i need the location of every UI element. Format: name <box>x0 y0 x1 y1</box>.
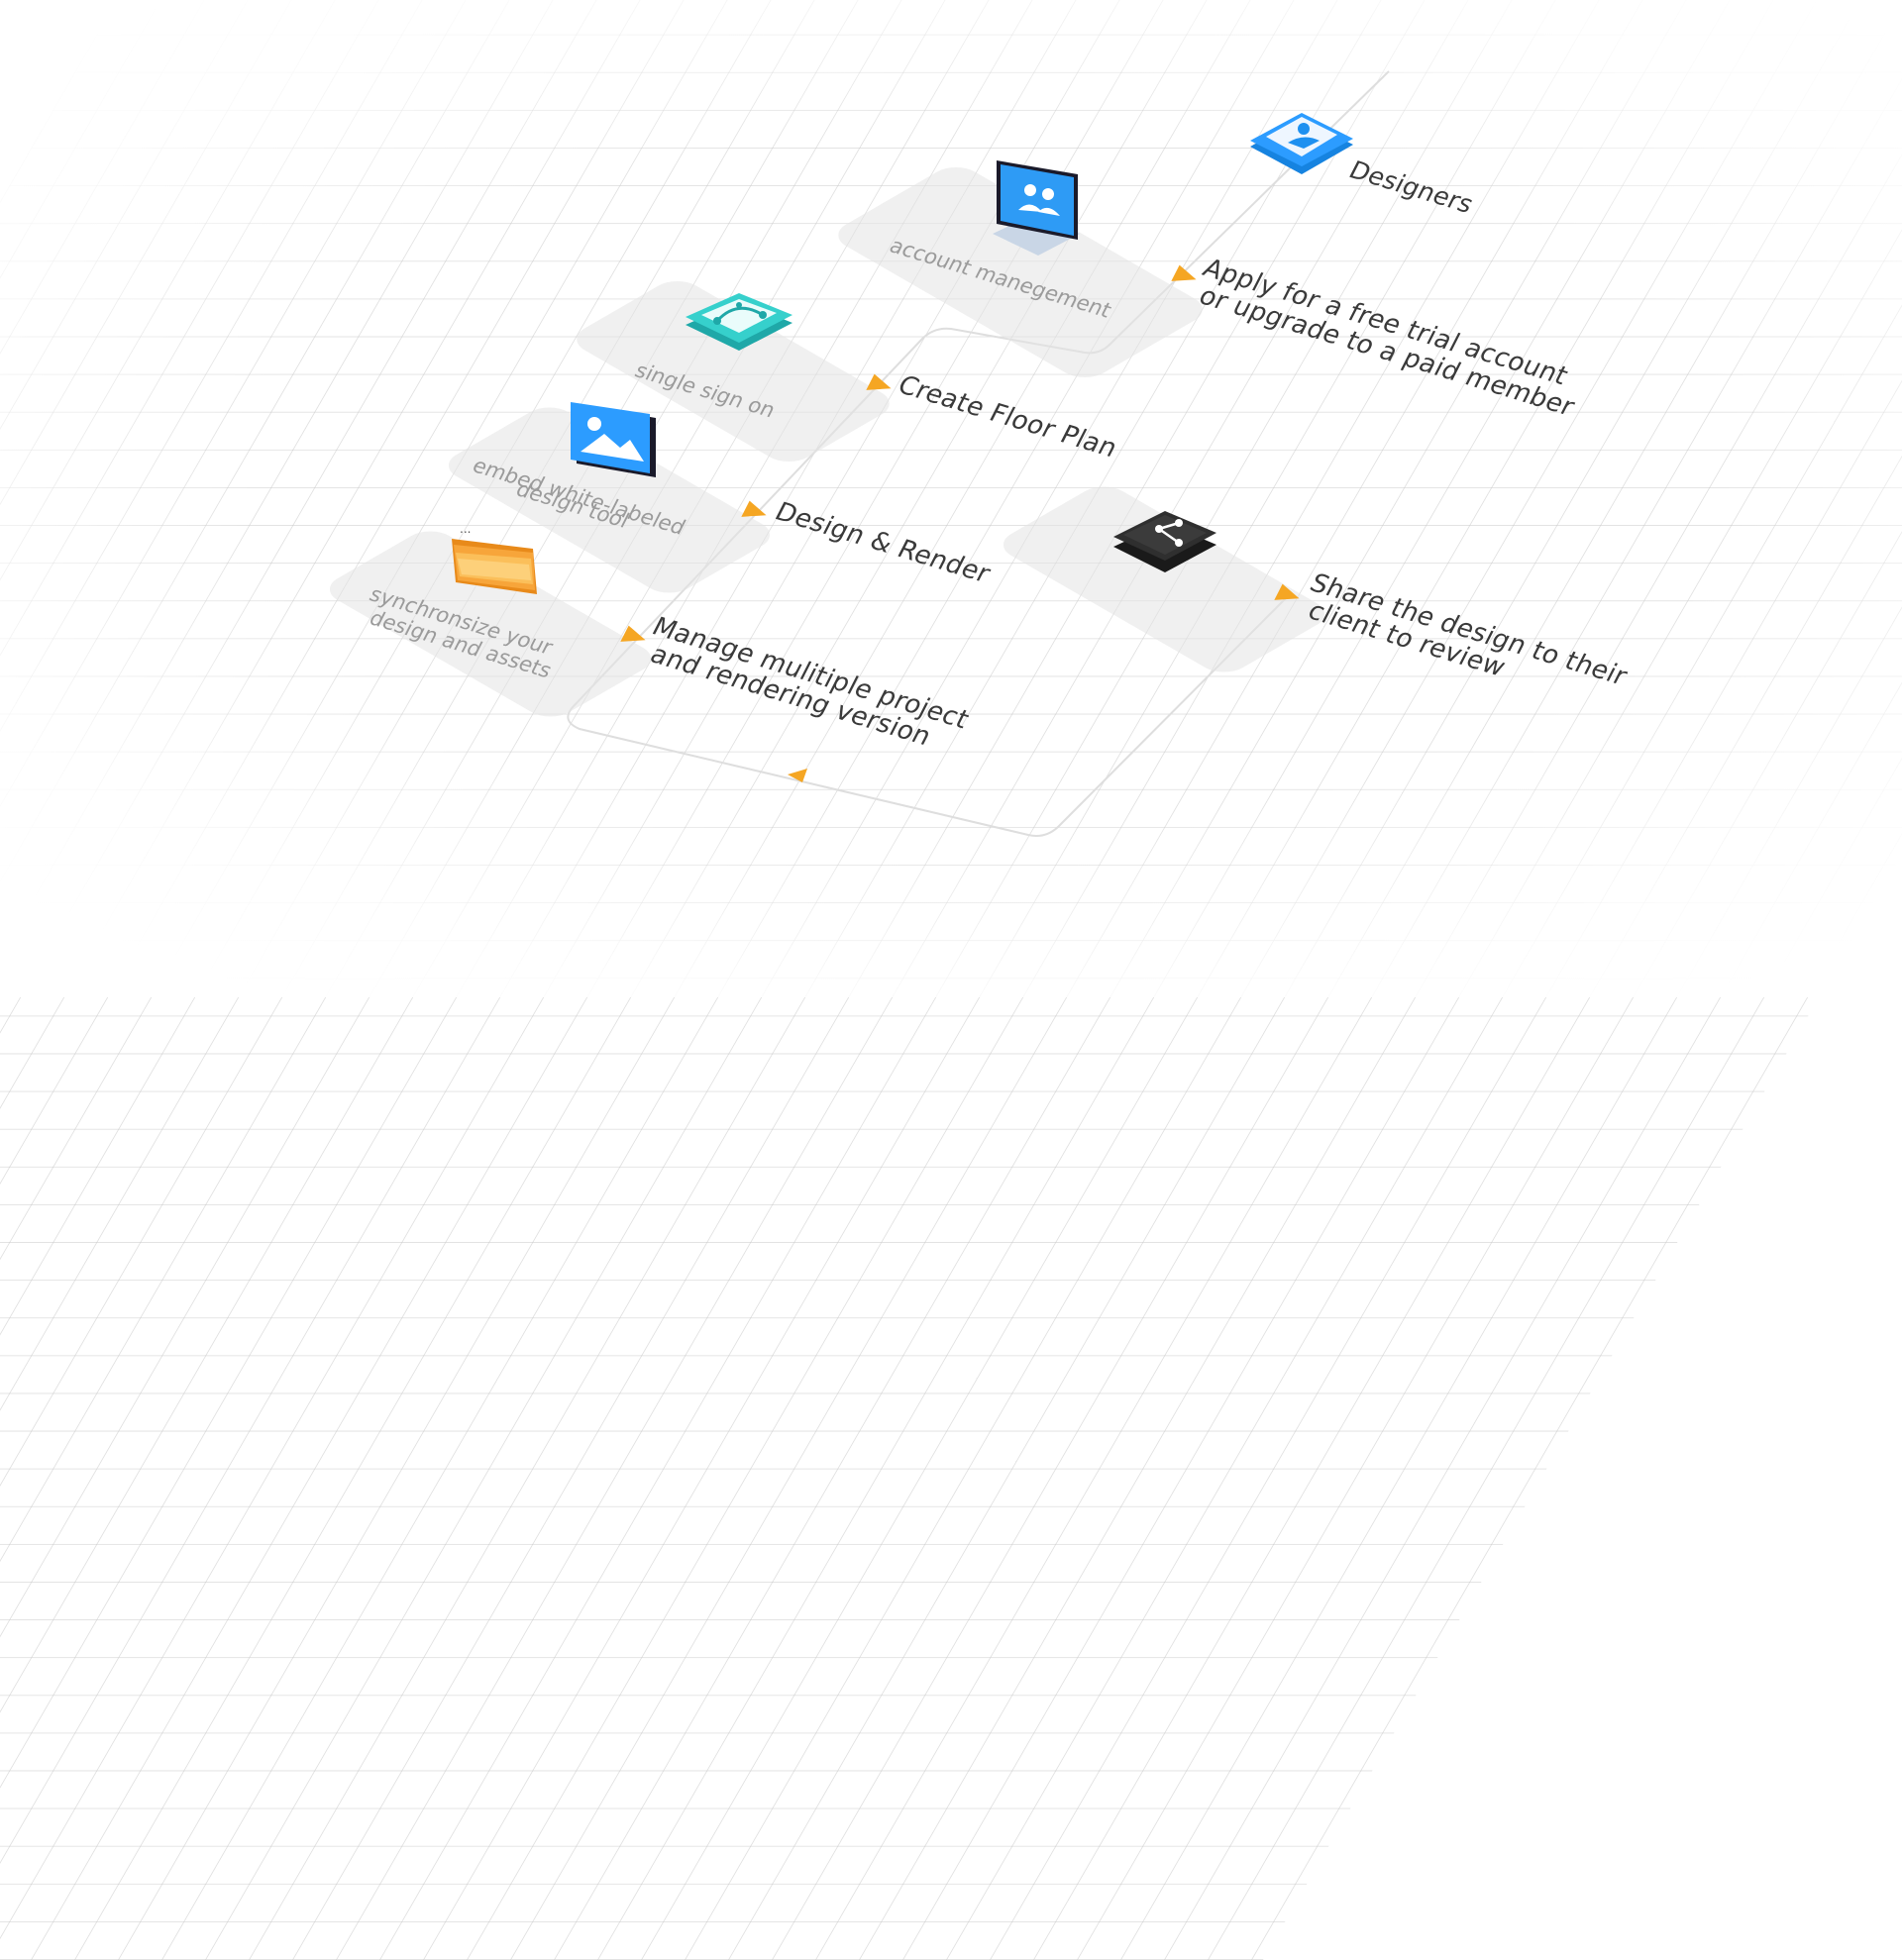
bezier-curve-icon <box>680 289 798 368</box>
svg-text:...: ... <box>460 523 471 536</box>
flow-connector <box>567 70 1390 837</box>
share-nodes-icon <box>1106 503 1224 592</box>
user-card-icon <box>1240 107 1359 186</box>
image-picture-icon <box>565 396 664 485</box>
laptop-users-icon <box>981 149 1090 258</box>
folders-icon: ... <box>448 523 547 602</box>
flow-arrow-bottom <box>788 769 807 782</box>
